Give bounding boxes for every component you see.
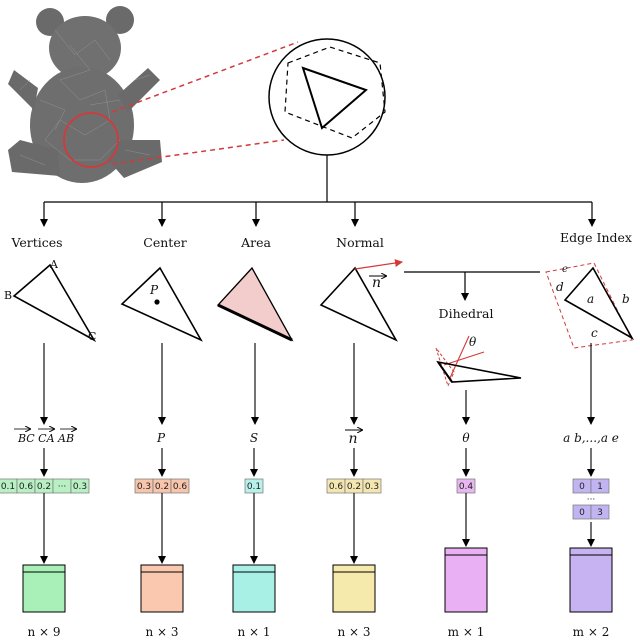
edge-label-b: b xyxy=(622,292,630,306)
vertices-cell-value: 0.2 xyxy=(37,482,51,492)
label-center: Center xyxy=(143,235,186,250)
normal-vector-label: n xyxy=(372,275,381,291)
cell-arrows xyxy=(40,448,595,477)
vertices-cell: 0.2 xyxy=(34,478,54,494)
expr-center: P xyxy=(156,431,166,445)
vertices-output-box xyxy=(22,564,66,613)
dim-dihedral: m × 1 xyxy=(448,625,485,639)
vertex-label-c: C xyxy=(88,330,96,343)
label-edge-index: Edge Index xyxy=(560,230,632,245)
area-cell-value: 0.1 xyxy=(247,482,261,492)
expr-vertices: BC CA AB xyxy=(17,432,74,445)
normal-cell: 0.6 xyxy=(326,478,346,494)
area-cell: 0.1 xyxy=(244,478,264,494)
normal-triangle: n xyxy=(319,259,403,342)
center-triangle: P xyxy=(120,266,203,342)
edge_index-row2-cell: 0 xyxy=(572,504,592,520)
normal-output-box xyxy=(332,564,376,613)
expr-normal: n xyxy=(348,431,357,447)
center-output-box xyxy=(140,564,184,613)
center-cell: 0.2 xyxy=(152,478,172,494)
dimension-labels: n × 9 n × 3 n × 1 n × 3 m × 1 m × 2 xyxy=(27,625,609,639)
edge-index-ellipsis: ··· xyxy=(587,495,596,505)
edge_index-row1-cell-value: 1 xyxy=(597,482,603,492)
dihedral-angle-label: θ xyxy=(469,335,477,349)
expressions: BC CA AB P S n θ a b,...,a e xyxy=(14,429,619,447)
center-cell-value: 0.6 xyxy=(173,482,188,492)
dim-area: n × 1 xyxy=(237,625,270,639)
dihedral-cell: 0.4 xyxy=(456,478,476,494)
vertices-cell: 0.3 xyxy=(70,478,90,494)
edge_index-row2-cell-value: 0 xyxy=(579,508,585,518)
center-cell-value: 0.3 xyxy=(137,482,151,492)
vertices-triangle: A B C xyxy=(4,258,96,343)
edge_index-row1-cell: 0 xyxy=(572,478,592,494)
normal-cell-value: 0.3 xyxy=(365,482,379,492)
centroid-label: P xyxy=(149,283,159,297)
zoom-callout-lines xyxy=(111,41,299,165)
normal-cell-value: 0.6 xyxy=(329,482,344,492)
dihedral-figure: θ xyxy=(435,335,522,388)
dihedral-branch xyxy=(404,271,540,301)
vertex-label-b: B xyxy=(4,289,12,302)
normal-cell: 0.2 xyxy=(344,478,364,494)
normal-cell: 0.3 xyxy=(362,478,382,494)
label-normal: Normal xyxy=(336,235,384,250)
edge_index-row2-cell: 3 xyxy=(590,504,610,520)
vertices-cell-value: 0.3 xyxy=(73,482,87,492)
dim-edge-index: m × 2 xyxy=(573,625,610,639)
expr-area: S xyxy=(250,431,258,445)
vertices-cell: 0.1 xyxy=(0,478,18,494)
zoom-circle xyxy=(268,38,386,156)
label-vertices: Vertices xyxy=(10,235,62,250)
dim-center: n × 3 xyxy=(145,625,178,639)
center-cell: 0.3 xyxy=(134,478,154,494)
dim-normal: n × 3 xyxy=(337,625,370,639)
center-cell-value: 0.2 xyxy=(155,482,169,492)
expression-arrows xyxy=(40,343,595,425)
vertices-cell-value: ··· xyxy=(58,482,67,492)
centroid-point xyxy=(154,299,160,305)
label-area: Area xyxy=(240,235,271,250)
normal-cell-value: 0.2 xyxy=(347,482,361,492)
vertices-cell: 0.6 xyxy=(16,478,36,494)
area-output-box xyxy=(232,564,276,613)
teddy-bear-mesh xyxy=(8,6,162,183)
edge_index-row1-cell: 1 xyxy=(590,478,610,494)
normal-vector-arrow xyxy=(354,259,403,270)
edge-label-d: d xyxy=(556,280,564,294)
edge_index-row2-cell-value: 3 xyxy=(597,508,603,518)
edge_index-row1-cell-value: 0 xyxy=(579,482,585,492)
center-cell: 0.6 xyxy=(170,478,190,494)
vertices-cell-value: 0.6 xyxy=(19,482,34,492)
expr-dihedral: θ xyxy=(462,431,470,445)
edge-label-e: e xyxy=(562,264,568,275)
label-dihedral: Dihedral xyxy=(439,306,494,321)
area-triangle xyxy=(216,266,294,342)
output-arrows xyxy=(40,493,595,564)
edge-label-c: c xyxy=(591,326,598,340)
dim-vertices: n × 9 xyxy=(27,625,60,639)
edge-index-figure: e d a b c xyxy=(545,262,635,349)
vertices-cell: ··· xyxy=(52,478,72,494)
dihedral-cell-value: 0.4 xyxy=(459,482,474,492)
tree-connector xyxy=(40,155,596,227)
dihedral-output-box xyxy=(444,547,488,613)
vertices-cell-value: 0.1 xyxy=(1,482,15,492)
output-boxes xyxy=(22,547,613,613)
expr-edge-index: a b,...,a e xyxy=(563,431,619,445)
edge_index-output-box xyxy=(569,547,613,613)
edge-label-a: a xyxy=(587,292,594,306)
vertex-label-a: A xyxy=(49,258,59,271)
